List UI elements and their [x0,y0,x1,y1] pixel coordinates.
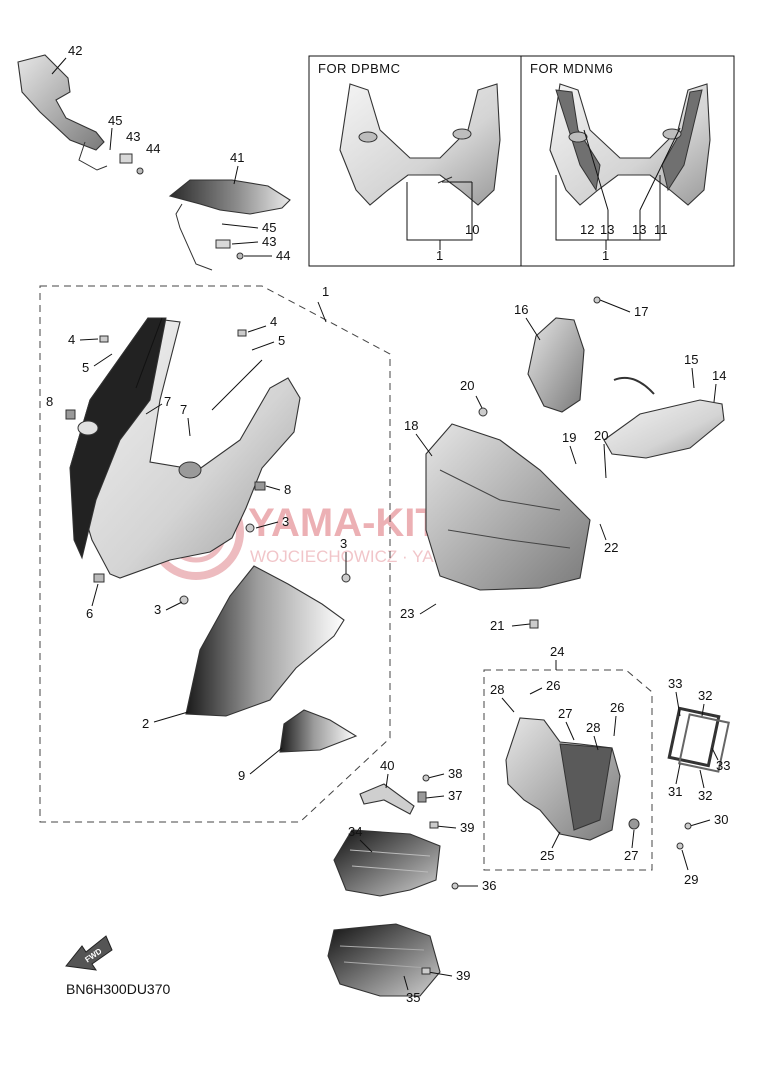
callout-35: 35 [406,990,420,1005]
callout-27b: 27 [624,848,638,863]
callout-36: 36 [482,878,496,893]
callout-21: 21 [490,618,504,633]
callout-41: 41 [230,150,244,165]
callout-29: 29 [684,872,698,887]
callout-7b: 7 [180,402,187,417]
callout-1-box1: 1 [436,248,443,263]
callout-10-box1: 10 [465,222,479,237]
callout-44a: 44 [146,141,160,156]
callout-26a: 26 [546,678,560,693]
callout-1-box2: 1 [602,248,609,263]
callout-26b: 26 [610,700,624,715]
callout-32a: 32 [698,688,712,703]
callout-40: 40 [380,758,394,773]
callout-13a-box2: 13 [600,222,614,237]
mirror-left: 42 45 43 44 [17,43,160,175]
variant-box-title-dpbmc: FOR DPBMC [318,61,401,76]
callout-25: 25 [540,848,554,863]
callout-30: 30 [714,812,728,827]
callout-23: 23 [400,606,414,621]
callout-22: 22 [604,540,618,555]
callout-2: 2 [142,716,149,731]
callout-42: 42 [68,43,82,58]
diagram-code: BN6H300DU370 [66,981,170,997]
callout-16: 16 [514,302,528,317]
callout-1-main: 1 [322,284,329,299]
callout-43a: 43 [126,129,140,144]
callout-33b: 33 [716,758,730,773]
callout-5a: 5 [82,360,89,375]
callout-9: 9 [238,768,245,783]
callout-11-box2: 11 [654,222,668,237]
callout-32b: 32 [698,788,712,803]
callout-4a: 4 [68,332,75,347]
callout-45a: 45 [108,113,122,128]
callout-44b: 44 [276,248,290,263]
callout-43b: 43 [262,234,276,249]
variant-box-group: FOR DPBMC FOR MDNM6 10 1 12 [308,55,735,267]
callout-8a: 8 [46,394,53,409]
callout-14: 14 [712,368,726,383]
callout-3b: 3 [340,536,347,551]
callout-20a: 20 [460,378,474,393]
gasket-group: 33 32 33 31 32 [667,676,730,803]
callout-3a: 3 [282,514,289,529]
callout-28b: 28 [586,720,600,735]
callout-17: 17 [634,304,648,319]
callout-13b-box2: 13 [632,222,646,237]
callout-7a: 7 [164,394,171,409]
callout-34: 34 [348,824,362,839]
cowling-assembly-group: 1 4 5 4 5 8 7 7 8 [39,284,391,823]
headlight-group: 16 17 15 14 20 18 19 20 22 23 21 [400,296,726,633]
forward-arrow-icon: FWD [65,935,113,971]
callout-12-box2: 12 [580,222,594,237]
callout-24: 24 [550,644,564,659]
callout-27a: 27 [558,706,572,721]
callout-4b: 4 [270,314,277,329]
callout-5b: 5 [278,333,285,348]
callout-6: 6 [86,606,93,621]
stay-assembly-group: 24 28 26 27 28 26 25 27 30 29 [483,644,728,887]
duct-group: 40 38 37 39 34 36 35 39 [327,758,496,1005]
callout-37: 37 [448,788,462,803]
callout-18: 18 [404,418,418,433]
callout-39b: 39 [456,968,470,983]
callout-15: 15 [684,352,698,367]
callout-8b: 8 [284,482,291,497]
callout-31: 31 [668,784,682,799]
callout-19: 19 [562,430,576,445]
cowling-mdnm6 [549,83,711,206]
callout-3c: 3 [154,602,161,617]
callout-28a: 28 [490,682,504,697]
mirror-right: 41 45 43 44 [168,150,291,271]
callout-38: 38 [448,766,462,781]
callout-20b: 20 [594,428,608,443]
callout-33a: 33 [668,676,682,691]
cowling-dpbmc [339,83,501,206]
callout-45b: 45 [262,220,276,235]
watermark-owner: WOJCIECHOWICZ · YAMAHA [250,547,483,566]
callout-39a: 39 [460,820,474,835]
variant-box-title-mdnm6: FOR MDNM6 [530,61,613,76]
